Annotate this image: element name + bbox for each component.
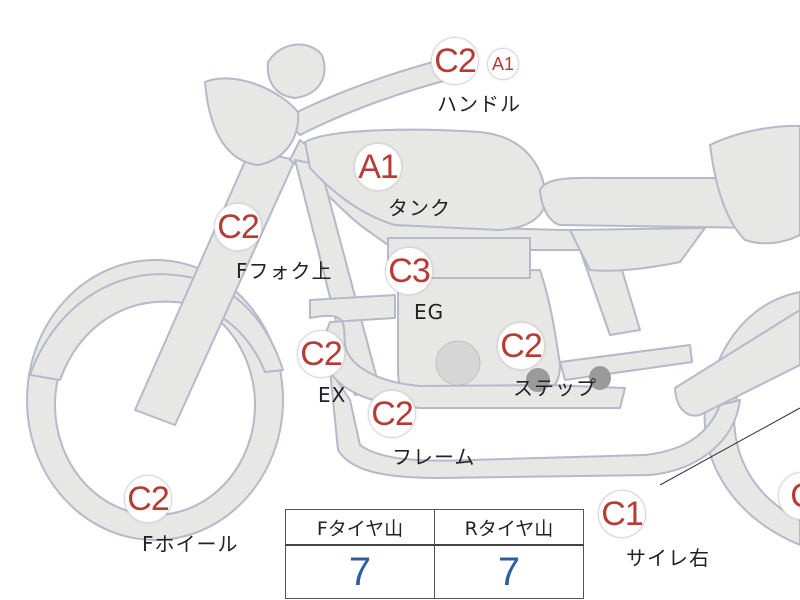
rear-tire-header: Rタイヤ山 xyxy=(434,509,584,546)
side-cover-right-grade-badge: C1 xyxy=(598,490,646,538)
engine-cover-circle xyxy=(435,340,481,386)
front-tire-value: 7 xyxy=(285,544,435,599)
rear-tire-value: 7 xyxy=(434,544,584,599)
fork-upper-label: Fフォク上 xyxy=(236,259,333,283)
frame-grade-badge: C2 xyxy=(368,390,416,438)
side-cover-shape xyxy=(569,227,706,272)
muffler-shape xyxy=(674,309,800,417)
engine-grade-badge: C3 xyxy=(385,247,433,295)
step-grade-badge: C2 xyxy=(497,322,545,370)
tank-grade-badge: A1 xyxy=(354,143,402,191)
side-cover-right-label: サイレ右 xyxy=(626,546,710,570)
step-peg-right xyxy=(589,366,611,390)
rear-body-shape xyxy=(709,124,800,245)
front-wheel-grade-badge: C2 xyxy=(124,475,172,523)
front-wheel-label: Fホイール xyxy=(142,532,239,556)
headlight-shape xyxy=(204,77,300,166)
frame-label: フレーム xyxy=(392,445,476,469)
lower-frame-shape xyxy=(329,369,741,479)
tank-label: タンク xyxy=(388,196,451,220)
handle-sub-grade-badge: A1 xyxy=(487,48,519,80)
engine-label: EG xyxy=(414,300,445,324)
tire-tread-table: Fタイヤ山 Rタイヤ山 7 7 xyxy=(285,509,584,599)
handle-label: ハンドル xyxy=(437,92,521,116)
meter-shape xyxy=(266,43,326,99)
step-peg-left xyxy=(526,368,550,392)
exhaust-label: EX xyxy=(318,383,347,407)
front-tire-header: Fタイヤ山 xyxy=(285,509,435,546)
fork-upper-grade-badge: C2 xyxy=(214,203,262,251)
exhaust-grade-badge: C2 xyxy=(297,330,345,378)
handle-grade-badge: C2 xyxy=(431,37,479,85)
step-label: ステップ xyxy=(513,376,597,400)
side-cover-leader-line xyxy=(659,407,800,486)
